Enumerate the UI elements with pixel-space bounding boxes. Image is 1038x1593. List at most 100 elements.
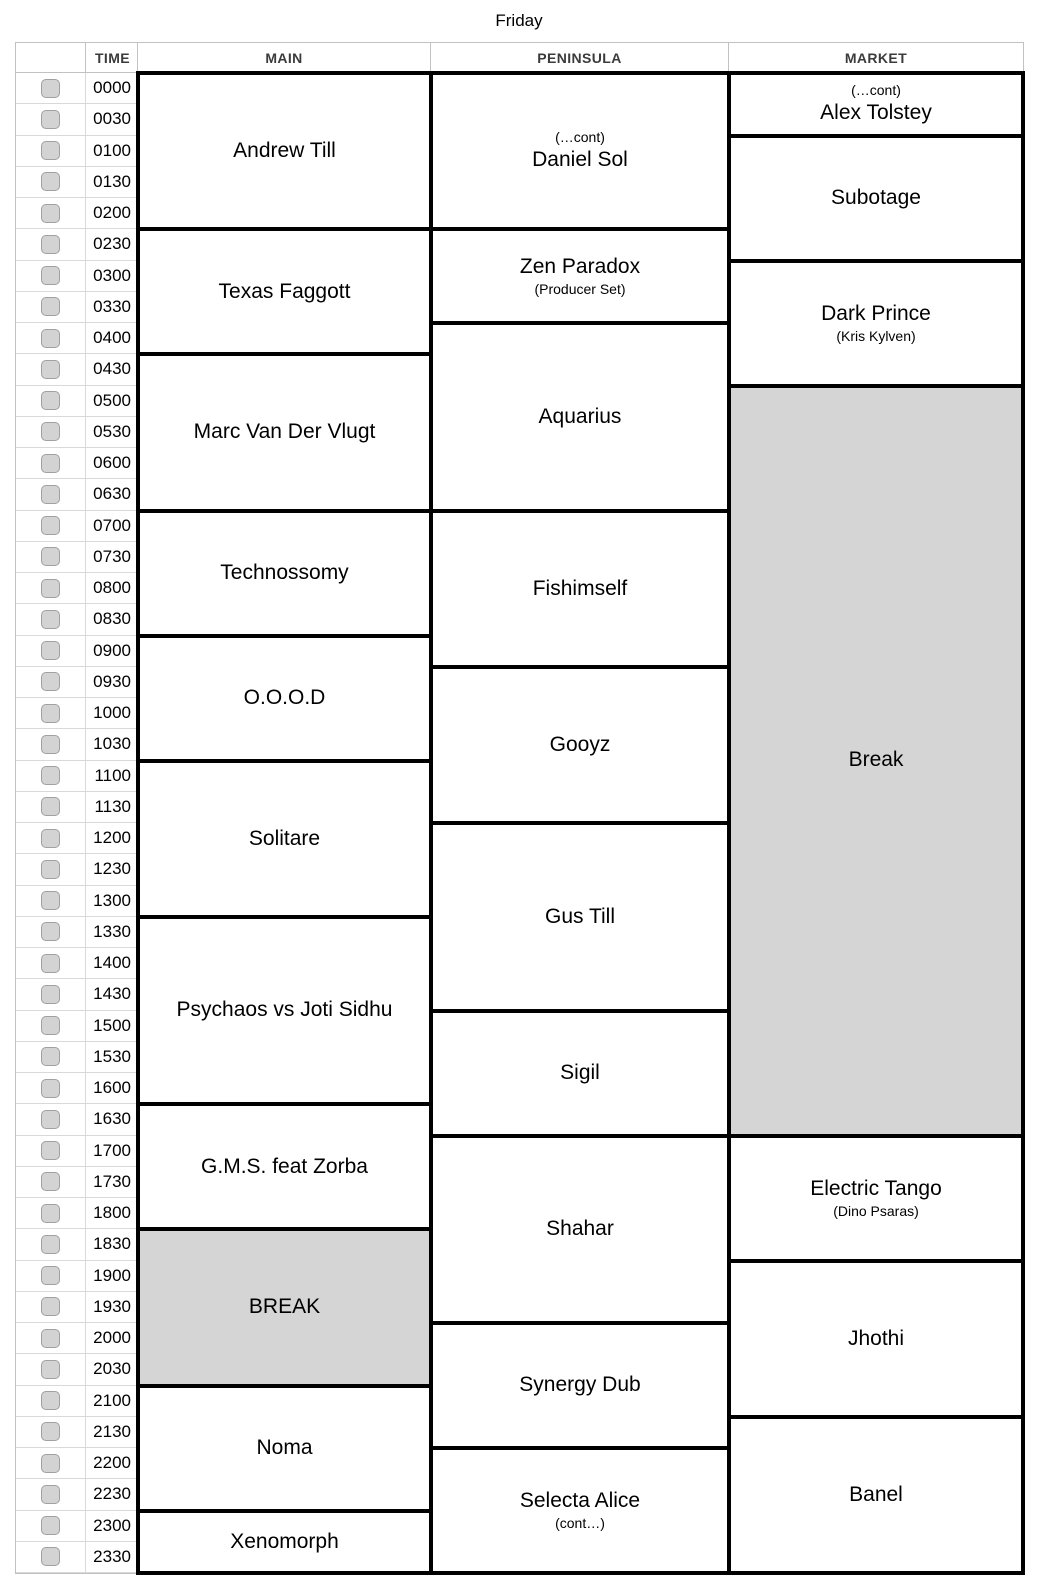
event-subotage[interactable]: Subotage <box>727 133 1025 263</box>
time-slot-checkbox[interactable] <box>41 1297 60 1317</box>
event-andrew-till[interactable]: Andrew Till <box>136 71 433 232</box>
event-name: BREAK <box>248 1295 321 1319</box>
event-fishimself[interactable]: Fishimself <box>429 508 731 669</box>
time-label: 0630 <box>93 484 131 504</box>
time-slot-checkbox[interactable] <box>41 234 60 254</box>
time-label: 2030 <box>93 1359 131 1379</box>
time-slot-checkbox[interactable] <box>41 1328 60 1348</box>
time-label: 0230 <box>93 234 131 254</box>
event-xenomorph[interactable]: Xenomorph <box>136 1508 433 1575</box>
checkbox-cell <box>16 510 86 541</box>
time-slot-checkbox[interactable] <box>41 578 60 598</box>
time-label: 0800 <box>93 578 131 598</box>
time-slot-row: 1630 <box>16 1104 138 1136</box>
time-slot-checkbox[interactable] <box>41 203 60 223</box>
time-slot-row: 0130 <box>16 166 138 198</box>
checkbox-cell <box>16 604 86 635</box>
time-label: 0200 <box>93 203 131 223</box>
checkbox-cell <box>16 1479 86 1510</box>
event-alex-tolstey[interactable]: (…cont)Alex Tolstey <box>727 71 1025 138</box>
checkbox-cell <box>16 1354 86 1385</box>
time-slot-checkbox[interactable] <box>41 359 60 379</box>
time-slot-checkbox[interactable] <box>41 1203 60 1223</box>
time-slot-checkbox[interactable] <box>41 1484 60 1504</box>
time-slot-row: 0700 <box>16 510 138 542</box>
time-slot-checkbox[interactable] <box>41 141 60 161</box>
time-label: 0900 <box>93 640 131 660</box>
event-daniel-sol[interactable]: (…cont)Daniel Sol <box>429 71 731 232</box>
time-slot-checkbox[interactable] <box>41 1453 60 1473</box>
time-slot-row: 2200 <box>16 1448 138 1480</box>
time-slot-checkbox[interactable] <box>41 109 60 129</box>
time-slot-checkbox[interactable] <box>41 922 60 942</box>
time-slot-checkbox[interactable] <box>41 1359 60 1379</box>
time-slot-checkbox[interactable] <box>41 641 60 661</box>
event-g-m-s-feat-zorba[interactable]: G.M.S. feat Zorba <box>136 1102 433 1232</box>
time-slot-checkbox[interactable] <box>41 1109 60 1129</box>
checkbox-cell <box>16 1323 86 1354</box>
time-slot-checkbox[interactable] <box>41 422 60 442</box>
time-slot-checkbox[interactable] <box>41 547 60 567</box>
time-slot-checkbox[interactable] <box>41 328 60 348</box>
checkbox-cell <box>16 166 86 197</box>
event-zen-paradox[interactable]: Zen Paradox(Producer Set) <box>429 227 731 325</box>
event-gooyz[interactable]: Gooyz <box>429 664 731 825</box>
time-slot-checkbox[interactable] <box>41 516 60 536</box>
checkbox-cell <box>16 1198 86 1229</box>
event-synergy-dub[interactable]: Synergy Dub <box>429 1321 731 1450</box>
time-slot-checkbox[interactable] <box>41 78 60 98</box>
time-slot-checkbox[interactable] <box>41 266 60 286</box>
time-label: 1330 <box>93 921 131 941</box>
event-texas-faggott[interactable]: Texas Faggott <box>136 227 433 357</box>
event-noma[interactable]: Noma <box>136 1383 433 1513</box>
time-slot-checkbox[interactable] <box>41 1047 60 1067</box>
time-slot-checkbox[interactable] <box>41 1172 60 1192</box>
time-slot-checkbox[interactable] <box>41 828 60 848</box>
time-slot-checkbox[interactable] <box>41 672 60 692</box>
time-slot-checkbox[interactable] <box>41 453 60 473</box>
time-slot-checkbox[interactable] <box>41 797 60 817</box>
time-slot-checkbox[interactable] <box>41 609 60 629</box>
time-label: 0330 <box>93 296 131 316</box>
time-slot-checkbox[interactable] <box>41 734 60 754</box>
time-slot-checkbox[interactable] <box>41 1422 60 1442</box>
time-slot-checkbox[interactable] <box>41 1141 60 1161</box>
time-slot-checkbox[interactable] <box>41 1516 60 1536</box>
event-gus-till[interactable]: Gus Till <box>429 821 731 1013</box>
event-aquarius[interactable]: Aquarius <box>429 321 731 513</box>
event-selecta-alice[interactable]: Selecta Alice(cont…) <box>429 1446 731 1575</box>
event-psychaos-vs-joti-sidhu[interactable]: Psychaos vs Joti Sidhu <box>136 914 433 1107</box>
time-slot-checkbox[interactable] <box>41 1266 60 1286</box>
event-technossomy[interactable]: Technossomy <box>136 508 433 638</box>
time-slot-checkbox[interactable] <box>41 953 60 973</box>
time-slot-checkbox[interactable] <box>41 484 60 504</box>
time-slot-checkbox[interactable] <box>41 703 60 723</box>
event-marc-van-der-vlugt[interactable]: Marc Van Der Vlugt <box>136 352 433 513</box>
time-label: 0500 <box>93 390 131 410</box>
time-slot-checkbox[interactable] <box>41 859 60 879</box>
event-break[interactable]: Break <box>727 383 1025 1138</box>
event-sigil[interactable]: Sigil <box>429 1008 731 1138</box>
time-slot-checkbox[interactable] <box>41 1547 60 1567</box>
event-banel[interactable]: Banel <box>727 1414 1025 1575</box>
time-slot-row: 0100 <box>16 135 138 167</box>
time-slot-checkbox[interactable] <box>41 391 60 411</box>
time-slot-checkbox[interactable] <box>41 297 60 317</box>
event-o-o-o-d[interactable]: O.O.O.D <box>136 633 433 763</box>
time-slot-checkbox[interactable] <box>41 172 60 192</box>
time-slot-checkbox[interactable] <box>41 1391 60 1411</box>
time-slot-checkbox[interactable] <box>41 1234 60 1254</box>
event-dark-prince[interactable]: Dark Prince(Kris Kylven) <box>727 258 1025 388</box>
time-slot-checkbox[interactable] <box>41 766 60 786</box>
event-break[interactable]: BREAK <box>136 1227 433 1388</box>
event-shahar[interactable]: Shahar <box>429 1133 731 1325</box>
checkbox-cell <box>16 479 86 510</box>
time-slot-checkbox[interactable] <box>41 1078 60 1098</box>
event-solitare[interactable]: Solitare <box>136 758 433 919</box>
event-electric-tango[interactable]: Electric Tango(Dino Psaras) <box>727 1133 1025 1263</box>
time-slot-checkbox[interactable] <box>41 984 60 1004</box>
event-jhothi[interactable]: Jhothi <box>727 1258 1025 1419</box>
time-slot-checkbox[interactable] <box>41 891 60 911</box>
schedule-title: Friday <box>495 11 543 30</box>
time-slot-checkbox[interactable] <box>41 1016 60 1036</box>
